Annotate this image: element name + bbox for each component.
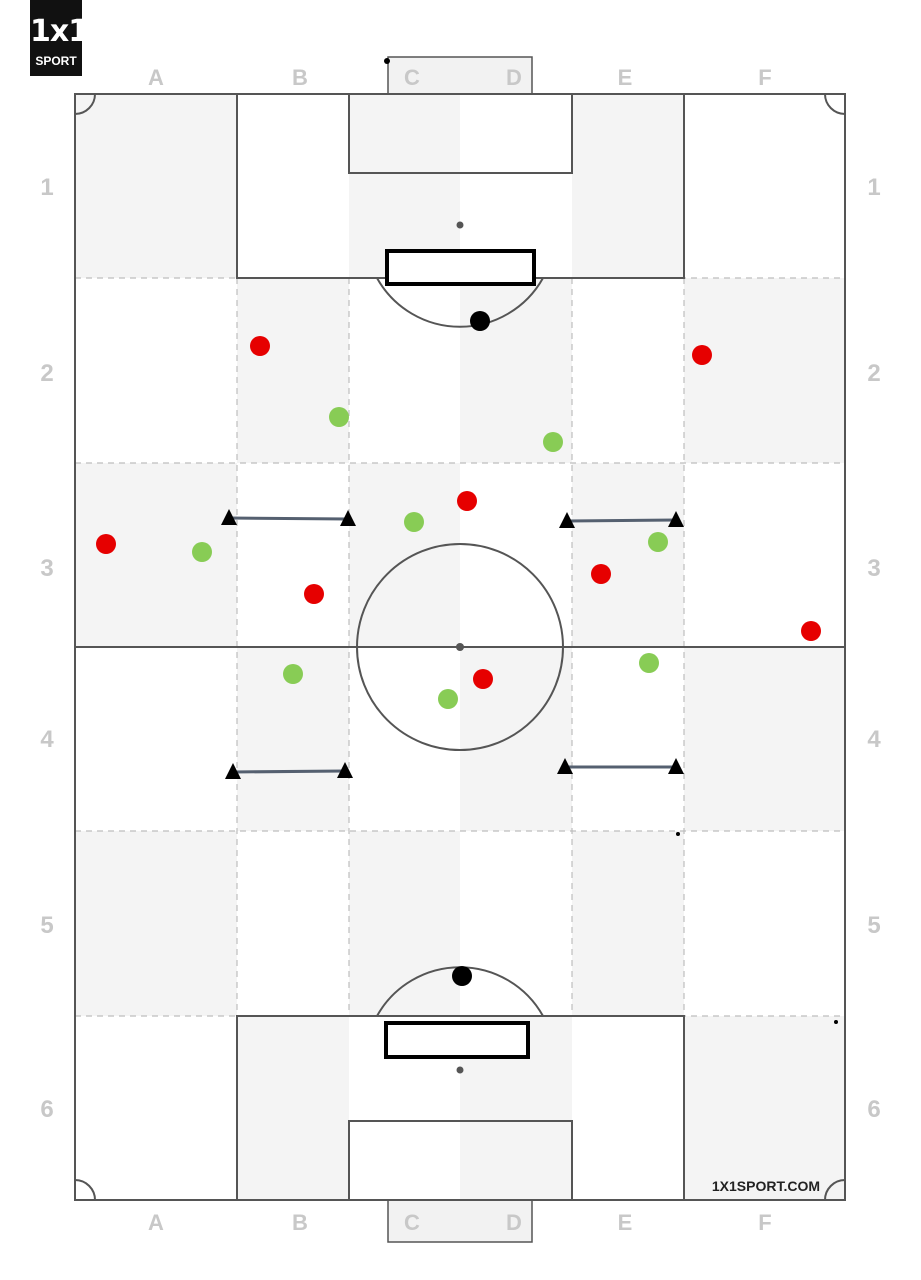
center-circle <box>356 543 564 751</box>
zone-shade <box>75 831 237 1016</box>
bottom-goal-area <box>387 1199 533 1243</box>
red-player <box>96 534 116 554</box>
ball <box>676 832 680 836</box>
row-label-left: 3 <box>40 555 53 582</box>
column-label-top: C <box>404 65 420 90</box>
row-label-left: 6 <box>40 1096 53 1123</box>
green-player <box>543 432 563 452</box>
column-label-top: B <box>292 65 308 90</box>
cone-icon <box>668 511 684 527</box>
cone-icon <box>557 758 573 774</box>
green-player <box>404 512 424 532</box>
green-player <box>283 664 303 684</box>
gate-line <box>232 769 346 774</box>
cone-icon <box>668 758 684 774</box>
top-penalty-arc <box>376 277 544 328</box>
red-player <box>250 336 270 356</box>
row-label-left: 1 <box>40 174 53 201</box>
cone-icon <box>337 762 353 778</box>
bottom-penalty-spot <box>456 1066 464 1074</box>
corner-arc <box>824 93 846 115</box>
column-label-top: D <box>506 65 522 90</box>
red-player <box>692 345 712 365</box>
cone-icon <box>559 512 575 528</box>
green-player <box>192 542 212 562</box>
column-label-bottom: A <box>148 1210 164 1235</box>
ball <box>384 58 390 64</box>
balls <box>384 58 838 1024</box>
column-label-bottom: C <box>404 1210 420 1235</box>
zone-shade <box>572 831 684 1016</box>
zone-shade <box>349 831 460 1016</box>
corner-arc <box>74 93 96 115</box>
row-label-left: 5 <box>40 912 53 939</box>
row-label-right: 3 <box>867 555 880 582</box>
red-player <box>591 564 611 584</box>
column-label-top: E <box>618 65 633 90</box>
zone-shade <box>572 94 684 278</box>
zone-labels: A A B B C C D D E E F F 1 1 2 2 3 3 4 4 5 5 6 6 <box>40 65 881 1235</box>
bottom-small-goal <box>384 1021 530 1059</box>
column-label-top: A <box>148 65 164 90</box>
top-six-yard-box <box>348 93 573 174</box>
column-label-bottom: E <box>618 1210 633 1235</box>
top-goal-area <box>387 56 533 95</box>
zone-shade <box>349 94 460 278</box>
ball <box>834 1020 838 1024</box>
column-label-top: F <box>758 65 771 90</box>
red-player <box>304 584 324 604</box>
cone-icon <box>340 510 356 526</box>
zone-shade <box>75 463 237 647</box>
row-label-right: 2 <box>867 360 880 387</box>
bottom-six-yard-box <box>348 1120 573 1201</box>
red-player <box>457 491 477 511</box>
brand-logo-mark: 1x1 <box>30 14 89 49</box>
gate-line <box>566 518 677 523</box>
zone-shade <box>237 278 349 463</box>
green-player <box>438 689 458 709</box>
red-player <box>801 621 821 641</box>
center-spot <box>456 643 464 651</box>
zone-shade <box>349 463 460 647</box>
green-player <box>329 407 349 427</box>
corner-arc <box>74 1179 96 1201</box>
cone-icon <box>221 509 237 525</box>
gate-line <box>228 516 349 521</box>
row-label-right: 6 <box>867 1096 880 1123</box>
zone-shade <box>237 1016 349 1200</box>
zone-shade <box>684 647 845 831</box>
players <box>96 336 821 709</box>
ball <box>470 311 490 331</box>
column-label-bottom: D <box>506 1210 522 1235</box>
column-label-bottom: F <box>758 1210 771 1235</box>
row-label-right: 5 <box>867 912 880 939</box>
zone-shade <box>75 94 237 278</box>
row-label-left: 2 <box>40 360 53 387</box>
top-small-goal <box>385 249 536 286</box>
row-label-right: 1 <box>867 174 880 201</box>
corner-arc <box>824 1179 846 1201</box>
zone-shade <box>572 463 684 647</box>
green-player <box>648 532 668 552</box>
ball <box>452 966 472 986</box>
cone-gates <box>221 509 684 779</box>
zone-shade <box>684 278 845 463</box>
green-player <box>639 653 659 673</box>
cone-icon <box>225 763 241 779</box>
top-penalty-spot <box>456 221 464 229</box>
row-label-left: 4 <box>40 726 54 753</box>
zone-shading <box>75 56 845 1243</box>
zone-shade <box>684 1016 845 1200</box>
website-credit: 1X1SPORT.COM <box>711 1178 820 1194</box>
brand-logo: 1x1 SPORT <box>30 0 89 76</box>
column-label-bottom: B <box>292 1210 308 1235</box>
red-player <box>473 669 493 689</box>
brand-logo-sub: SPORT <box>35 54 77 68</box>
row-label-right: 4 <box>867 726 881 753</box>
